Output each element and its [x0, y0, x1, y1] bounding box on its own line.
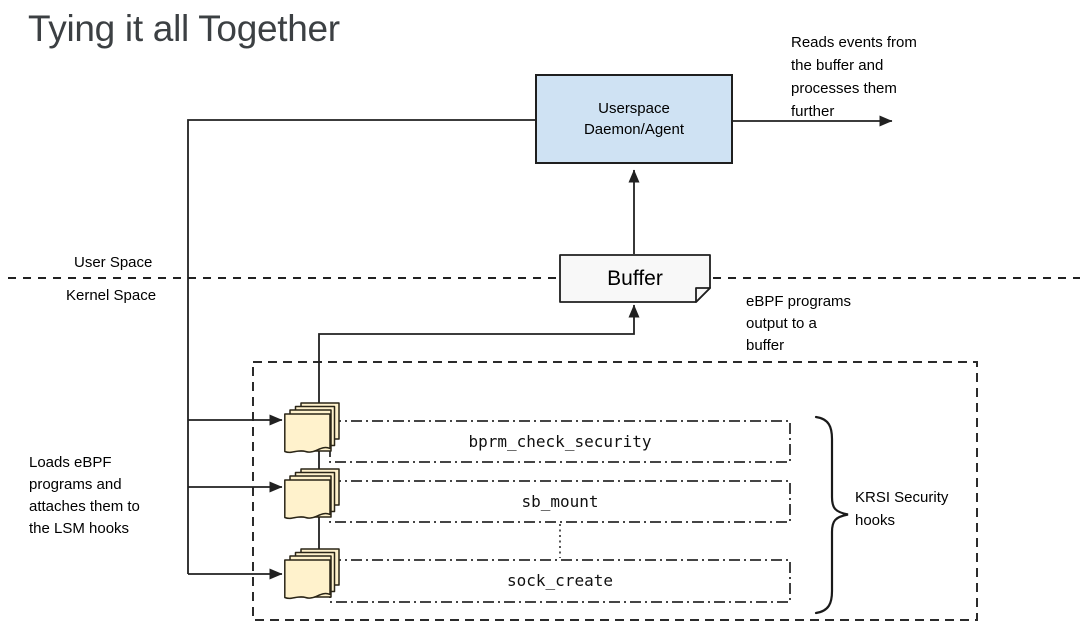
ebpf-output-annotation: eBPF programs output to a buffer [746, 293, 852, 354]
userspace-daemon-box [535, 74, 733, 164]
krsi-hooks-brace [814, 415, 849, 615]
hook-label-sb-mount: sb_mount [521, 492, 599, 511]
programs-to-buffer-arrow [318, 304, 640, 578]
daemon-loader-line [187, 119, 536, 574]
hook-label-sock-create: sock_create [507, 571, 613, 590]
userspace-daemon-label: Userspace Daemon/Agent [583, 100, 685, 138]
kernel-space-label: Kernel Space [66, 287, 157, 304]
user-space-label: User Space [74, 254, 153, 271]
krsi-hooks-label: KRSI Security hooks [855, 489, 949, 529]
kernel-programs-container [252, 361, 978, 621]
hook-label-bprm-check-security: bprm_check_security [468, 432, 652, 451]
buffer-fold-corner [695, 287, 711, 303]
reads-events-annotation: Reads events from the buffer and process… [791, 34, 917, 120]
buffer-label: Buffer [607, 266, 663, 290]
loads-ebpf-annotation: Loads eBPF programs and attaches them to… [29, 454, 140, 537]
slide-title: Tying it all Together [28, 8, 340, 49]
